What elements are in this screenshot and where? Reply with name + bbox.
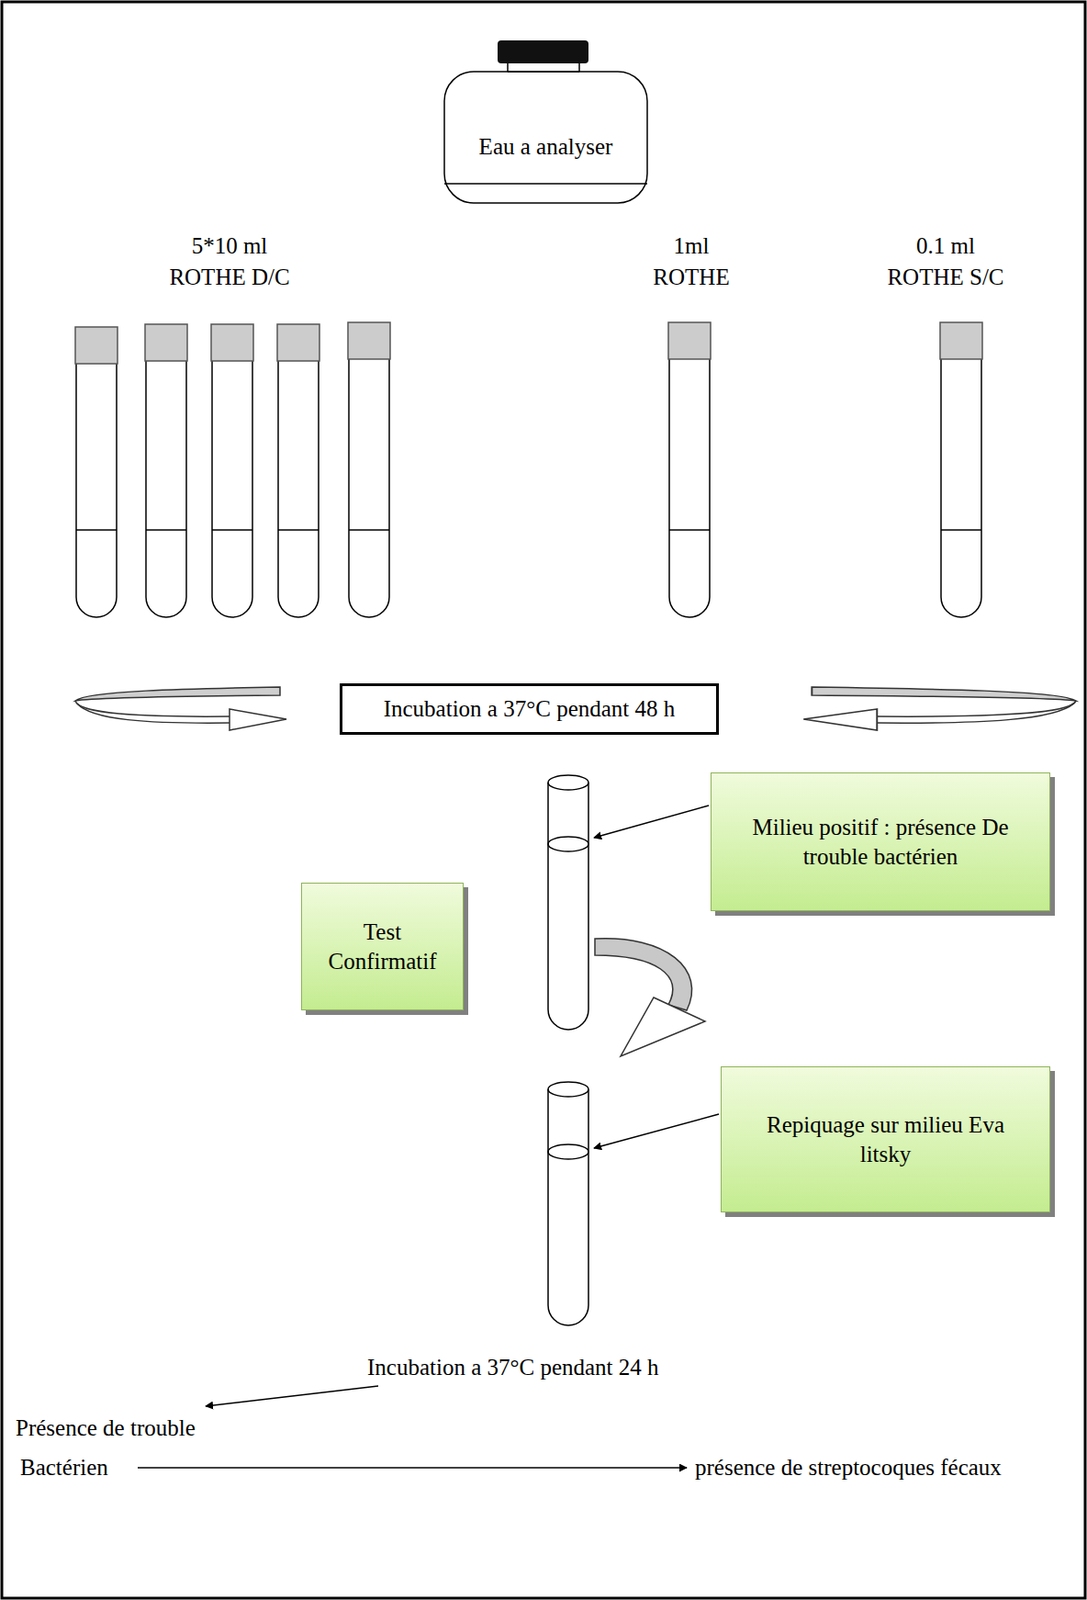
leader-arrow [593, 805, 709, 838]
volume-label: 5*10 ml [191, 232, 269, 260]
liquid-level [76, 528, 117, 531]
medium-label: ROTHE [652, 263, 729, 292]
tube-cap [940, 322, 983, 359]
tube-body [212, 325, 253, 617]
medium-label: ROTHE D/C [168, 263, 290, 292]
leader-arrow [205, 1385, 379, 1406]
test-tubes [75, 322, 983, 617]
test-tube [75, 326, 118, 617]
tube-body [669, 324, 710, 617]
test-tube [940, 322, 983, 617]
box-text: Test Confirmatif [320, 917, 445, 975]
callout-box: Repiquage sur milieu Eva litsky [720, 1065, 1051, 1212]
test-tube [347, 322, 391, 617]
result-label: Bactérien [20, 1453, 109, 1481]
tube-body [348, 324, 390, 617]
box-text: Milieu positif : présence De trouble bac… [744, 812, 1017, 871]
transfer-arrow [594, 938, 706, 1056]
leader-arrow [593, 1113, 719, 1148]
test-tube [668, 322, 711, 617]
culture-tube [548, 774, 589, 1030]
tube-cap [211, 324, 254, 361]
tube-body [278, 325, 319, 617]
test-tube [211, 324, 254, 617]
liquid-level [941, 528, 982, 531]
volume-label: 1ml [673, 232, 710, 260]
bottle-outline [443, 40, 649, 204]
tube-body [941, 324, 982, 617]
liquid-level [145, 528, 187, 531]
callout-box: Test Confirmatif [301, 882, 464, 1010]
step-label: Incubation a 37°C pendant 24 h [367, 1353, 660, 1381]
bottle-label: Eau a analyser [443, 132, 649, 161]
curved-arrow [803, 686, 1076, 730]
curved-arrow [75, 686, 287, 730]
test-tube [277, 324, 320, 617]
volume-label: 0.1 ml [916, 232, 975, 260]
sample-bottle: Eau a analyser [443, 40, 649, 204]
result-label: Présence de trouble [15, 1413, 196, 1442]
test-tube [145, 324, 188, 617]
box-text: Repiquage sur milieu Eva litsky [762, 1109, 1009, 1168]
tube-cap [145, 324, 188, 361]
result-arrow [137, 1466, 687, 1469]
tube-cap [277, 324, 320, 361]
tube-body [145, 325, 187, 617]
culture-tube [548, 1081, 589, 1325]
medium-label: ROTHE S/C [886, 263, 1004, 292]
tube-body [76, 328, 117, 617]
liquid-level [669, 528, 710, 531]
tube-cap [668, 322, 711, 359]
box-text: Incubation a 37°C pendant 48 h [383, 694, 676, 723]
result-label: présence de streptocoques fécaux [694, 1453, 1002, 1481]
liquid-level [212, 528, 253, 531]
tube-cap [75, 326, 118, 364]
tube-cap [347, 322, 391, 359]
liquid-level [278, 528, 319, 531]
liquid-level [348, 528, 390, 531]
callout-box: Milieu positif : présence De trouble bac… [710, 772, 1051, 911]
incubation-box: Incubation a 37°C pendant 48 h [339, 683, 719, 735]
